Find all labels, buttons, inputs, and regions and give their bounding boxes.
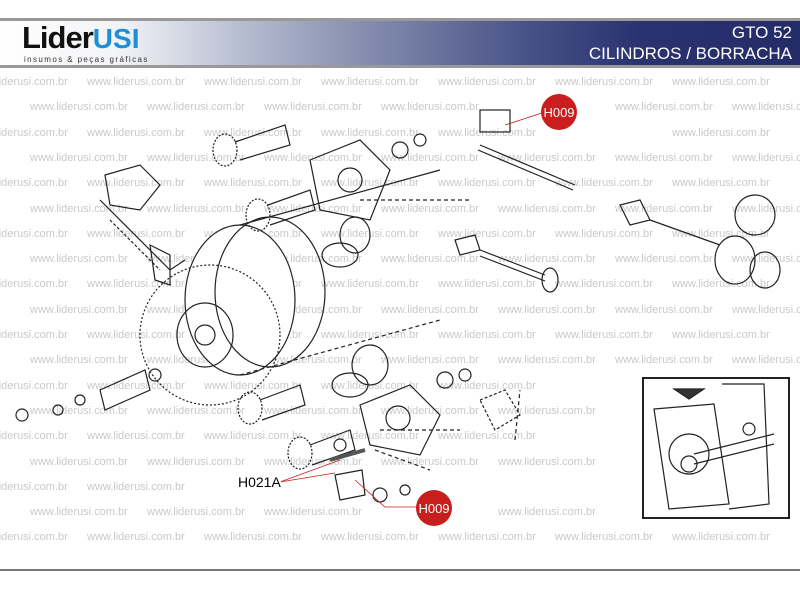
bearing-flanges (309, 133, 472, 456)
location-inset (642, 377, 790, 519)
small-hardware (15, 368, 521, 503)
exploded-parts-diagram (15, 109, 781, 508)
page-title: GTO 52 CILINDROS / BORRACHA (589, 22, 792, 64)
model-name: GTO 52 (731, 23, 792, 42)
section-name: CILINDROS / BORRACHA (588, 44, 792, 63)
callout-label-h021a[interactable]: H021A (238, 474, 281, 490)
shaft-assembly (454, 109, 781, 293)
footer-rule (0, 569, 800, 571)
machine-location-drawing (653, 383, 775, 510)
guide-lines (360, 199, 521, 471)
logo-accent: USI (92, 23, 140, 54)
header-banner: LiderUSI insumos & peças gráficas GTO 52… (0, 18, 800, 68)
callout-leaders (279, 111, 546, 508)
logo-main: Lider (22, 20, 94, 55)
arrow-icon (672, 388, 706, 400)
cylinder (139, 169, 441, 406)
logo-tagline: insumos & peças gráficas (24, 55, 149, 64)
liderusi-logo: LiderUSI insumos & peças gráficas (22, 22, 172, 66)
callout-badge-h009[interactable]: H009 (541, 94, 577, 130)
callout-badge-h009-lower[interactable]: H009 (416, 490, 452, 526)
eccentric-lever (99, 164, 186, 286)
